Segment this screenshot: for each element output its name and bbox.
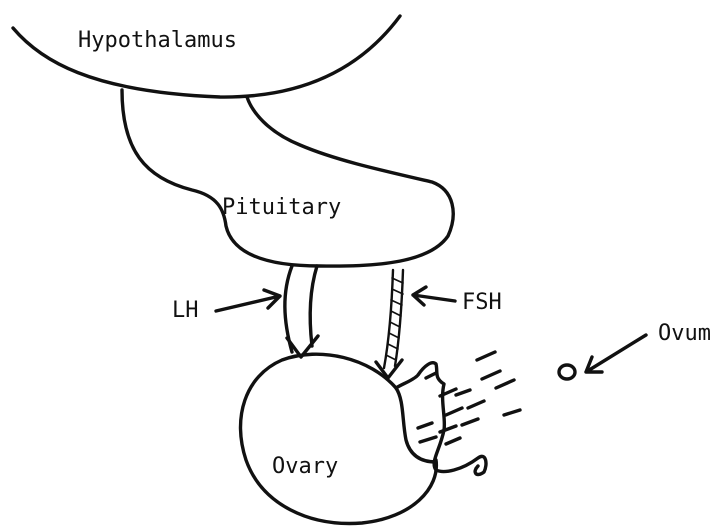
ovum-cell <box>559 365 575 379</box>
fsh-vessel-right <box>395 270 403 366</box>
lh-vessel-right <box>310 266 317 346</box>
ovum-label-arrow <box>586 335 646 372</box>
fsh-label: FSH <box>462 292 502 314</box>
hypothalamus-label: Hypothalamus <box>78 30 237 52</box>
ovum-label: Ovum <box>658 323 711 345</box>
fsh-label-arrow <box>413 287 455 305</box>
pituitary-outline <box>122 90 453 266</box>
ovary-follicle-outline <box>396 363 486 475</box>
ovulation-dashes <box>418 352 520 444</box>
pituitary-label: Pituitary <box>222 197 341 219</box>
lh-label: LH <box>172 300 199 322</box>
ovary-label: Ovary <box>272 456 338 478</box>
lh-label-arrow <box>216 290 280 311</box>
fsh-vessel-left <box>384 270 393 368</box>
